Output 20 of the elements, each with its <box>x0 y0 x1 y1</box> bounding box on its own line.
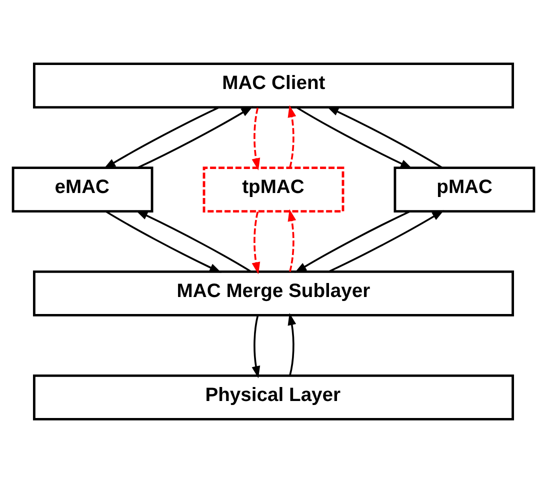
arrow <box>294 210 410 273</box>
arrow <box>136 210 252 272</box>
arrow <box>137 106 254 169</box>
arrow <box>288 105 296 168</box>
arrow <box>104 106 220 169</box>
arrow <box>252 316 260 378</box>
arrow <box>105 210 222 273</box>
node-box: Physical Layer <box>32 374 514 420</box>
arrow <box>296 106 413 169</box>
arrow <box>328 210 444 272</box>
node-box: MAC Merge Sublayer <box>32 270 514 316</box>
arrow <box>252 212 260 274</box>
arrow <box>326 106 442 168</box>
arrow <box>252 108 260 170</box>
node-box: MAC Client <box>32 62 514 109</box>
arrow <box>288 209 296 272</box>
node-box: eMAC <box>12 166 154 212</box>
node-box: pMAC <box>394 166 536 212</box>
node-box: tpMAC <box>202 166 344 212</box>
arrow <box>288 313 296 376</box>
